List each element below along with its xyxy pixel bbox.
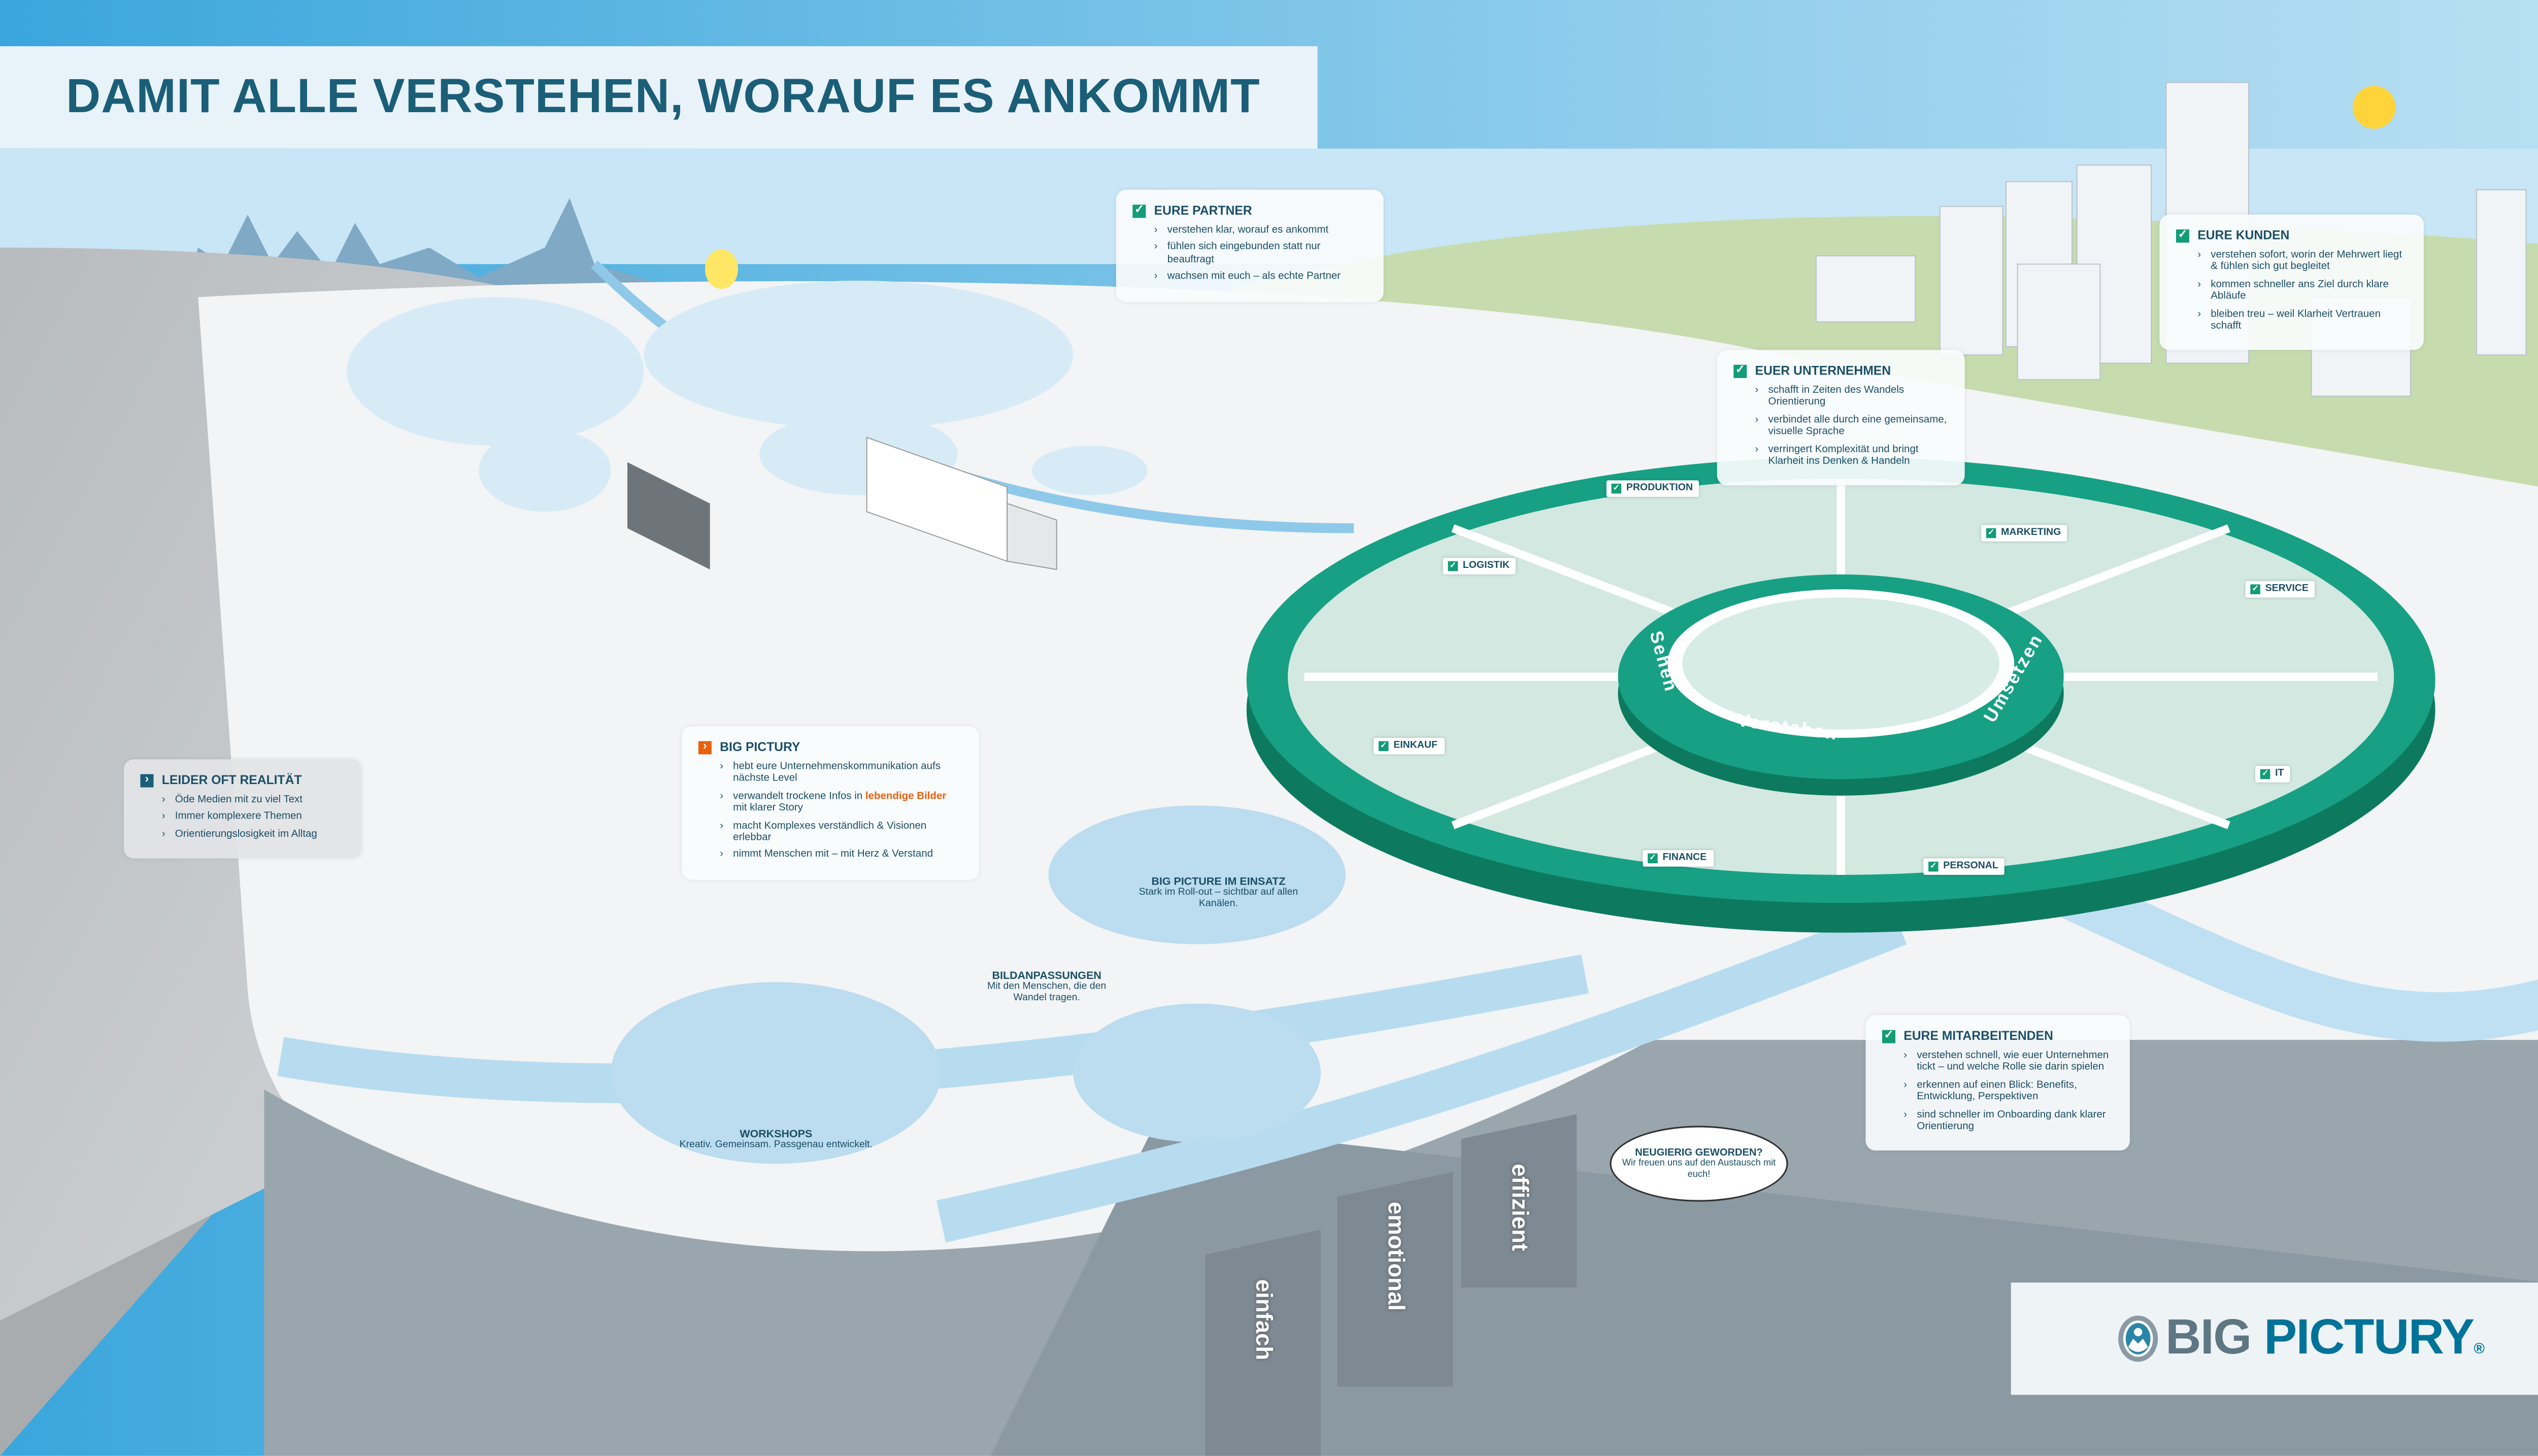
truck-illustration xyxy=(627,436,1057,570)
checkbox-icon: ✓ xyxy=(1882,1029,1895,1043)
pillar-emotional: emotional xyxy=(1383,1201,1410,1311)
list-item: verstehen sofort, worin der Mehrwert lie… xyxy=(2197,249,2407,274)
label-produktion: ✓PRODUKTION xyxy=(1606,480,1700,497)
list-item: kommen schneller ans Ziel durch klare Ab… xyxy=(2197,279,2407,303)
checkbox-icon: ✓ xyxy=(1733,364,1747,378)
logo-word-pictury: PICTURY xyxy=(2264,1310,2475,1365)
list-item: macht Komplexes verständlich & Visionen … xyxy=(720,820,962,844)
list-item: verringert Komplexität und bringt Klarhe… xyxy=(1755,444,1949,468)
registered-mark: ® xyxy=(2474,1340,2485,1357)
page-title: DAMIT ALLE VERSTEHEN, WORAUF ES ANKOMMT xyxy=(66,70,1260,123)
list-item: erkennen auf einen Blick: Benefits, Entw… xyxy=(1904,1079,2113,1104)
pillars xyxy=(1205,1114,1577,1456)
list-item: schafft in Zeiten des Wandels Orientieru… xyxy=(1755,385,1949,409)
unternehmen-heading: EUER UNTERNEHMEN xyxy=(1755,363,1891,378)
lightbulb-icon xyxy=(705,249,738,289)
checkbox-icon: ✓ xyxy=(1132,204,1146,217)
chevron-right-icon: › xyxy=(698,740,712,754)
checkbox-icon: ✓ xyxy=(1986,528,1996,538)
chevron-right-icon: › xyxy=(140,773,154,787)
brand-logo: BIG PICTURY® xyxy=(2011,1282,2538,1395)
checkbox-icon: ✓ xyxy=(2260,769,2270,780)
checkbox-icon: ✓ xyxy=(1611,484,1622,494)
bigpictury-heading: BIG PICTURY xyxy=(720,739,800,755)
list-item: verwandelt trockene Infos in lebendige B… xyxy=(720,790,962,815)
list-item: Öde Medien mit zu viel Text xyxy=(162,794,345,807)
list-item: verbindet alle durch eine gemeinsame, vi… xyxy=(1755,414,1949,438)
pillar-effizient: effizient xyxy=(1507,1164,1534,1251)
unternehmen-box: ✓ EUER UNTERNEHMEN schafft in Zeiten des … xyxy=(1717,350,1965,486)
label-marketing: ✓MARKETING xyxy=(1981,525,2068,541)
realitaet-heading: LEIDER OFT REALITÄT xyxy=(161,772,302,788)
logo-mark-icon xyxy=(2117,1315,2157,1362)
sun xyxy=(2352,86,2396,129)
list-item: wachsen mit euch – als echte Partner xyxy=(1154,271,1367,284)
world-map xyxy=(347,280,1148,512)
label-service: ✓SERVICE xyxy=(2245,581,2315,598)
bigpictury-box: › BIG PICTURY hebt eure Unternehmenskommu… xyxy=(682,726,979,880)
contact-heading: NEUGIERIG GEWORDEN? xyxy=(1635,1147,1763,1159)
list-item: nimmt Menschen mit – mit Herz & Verstand xyxy=(720,849,962,862)
list-item: fühlen sich eingebunden statt nur beauft… xyxy=(1154,242,1367,266)
label-finance: ✓FINANCE xyxy=(1643,850,1714,867)
checkbox-icon: ✓ xyxy=(1378,741,1389,751)
label-logistik: ✓LOGISTIK xyxy=(1443,558,1517,574)
list-item: verstehen klar, worauf es ankommt xyxy=(1154,224,1367,237)
einsatz-stage xyxy=(1048,805,1346,944)
checkbox-icon: ✓ xyxy=(2176,228,2189,242)
bildanpassung-stage xyxy=(1073,1003,1321,1142)
checkbox-icon: ✓ xyxy=(1648,853,1658,864)
partner-heading: EURE PARTNER xyxy=(1154,203,1252,218)
checkbox-icon: ✓ xyxy=(1448,561,1458,571)
contact-speech-bubble[interactable]: NEUGIERIG GEWORDEN? Wir freuen uns auf d… xyxy=(1610,1126,1788,1202)
list-item: Orientierungslosigkeit im Alltag xyxy=(162,828,345,841)
contact-text: Wir freuen uns auf den Austausch mit euc… xyxy=(1622,1159,1776,1179)
kunden-box: ✓ EURE KUNDEN verstehen sofort, worin der… xyxy=(2159,214,2424,351)
partner-box: ✓ EURE PARTNER verstehen klar, worauf es … xyxy=(1116,190,1384,302)
kunden-heading: EURE KUNDEN xyxy=(2197,227,2290,243)
realitaet-box: › LEIDER OFT REALITÄT Öde Medien mit zu v… xyxy=(123,759,362,859)
pillar-einfach: einfach xyxy=(1251,1279,1278,1361)
logo-word-big: BIG xyxy=(2165,1310,2252,1365)
list-item: sind schneller im Onboarding dank klarer… xyxy=(1904,1109,2113,1133)
label-einkauf: ✓EINKAUF xyxy=(1374,737,1444,755)
list-item: bleiben treu – weil Klarheit Vertrauen s… xyxy=(2197,308,2407,332)
label-it: ✓IT xyxy=(2255,766,2291,783)
mitarbeitende-heading: EURE MITARBEITENDEN xyxy=(1904,1028,2053,1043)
mitarbeitende-box: ✓ EURE MITARBEITENDEN verstehen schnell, … xyxy=(1865,1015,2130,1152)
department-ring xyxy=(1246,457,2435,933)
list-item: verstehen schnell, wie euer Unternehmen … xyxy=(1904,1050,2113,1074)
workshop-stage xyxy=(611,982,941,1164)
title-banner: DAMIT ALLE VERSTEHEN, WORAUF ES ANKOMMT xyxy=(0,46,1318,149)
highlight-text: lebendige Bilder xyxy=(865,790,947,802)
list-item: hebt eure Unternehmenskommunikation aufs… xyxy=(720,761,962,785)
list-item: Immer komplexere Themen xyxy=(162,811,345,824)
label-personal: ✓PERSONAL xyxy=(1923,858,2005,875)
checkbox-icon: ✓ xyxy=(1928,861,1939,872)
checkbox-icon: ✓ xyxy=(2250,584,2260,594)
